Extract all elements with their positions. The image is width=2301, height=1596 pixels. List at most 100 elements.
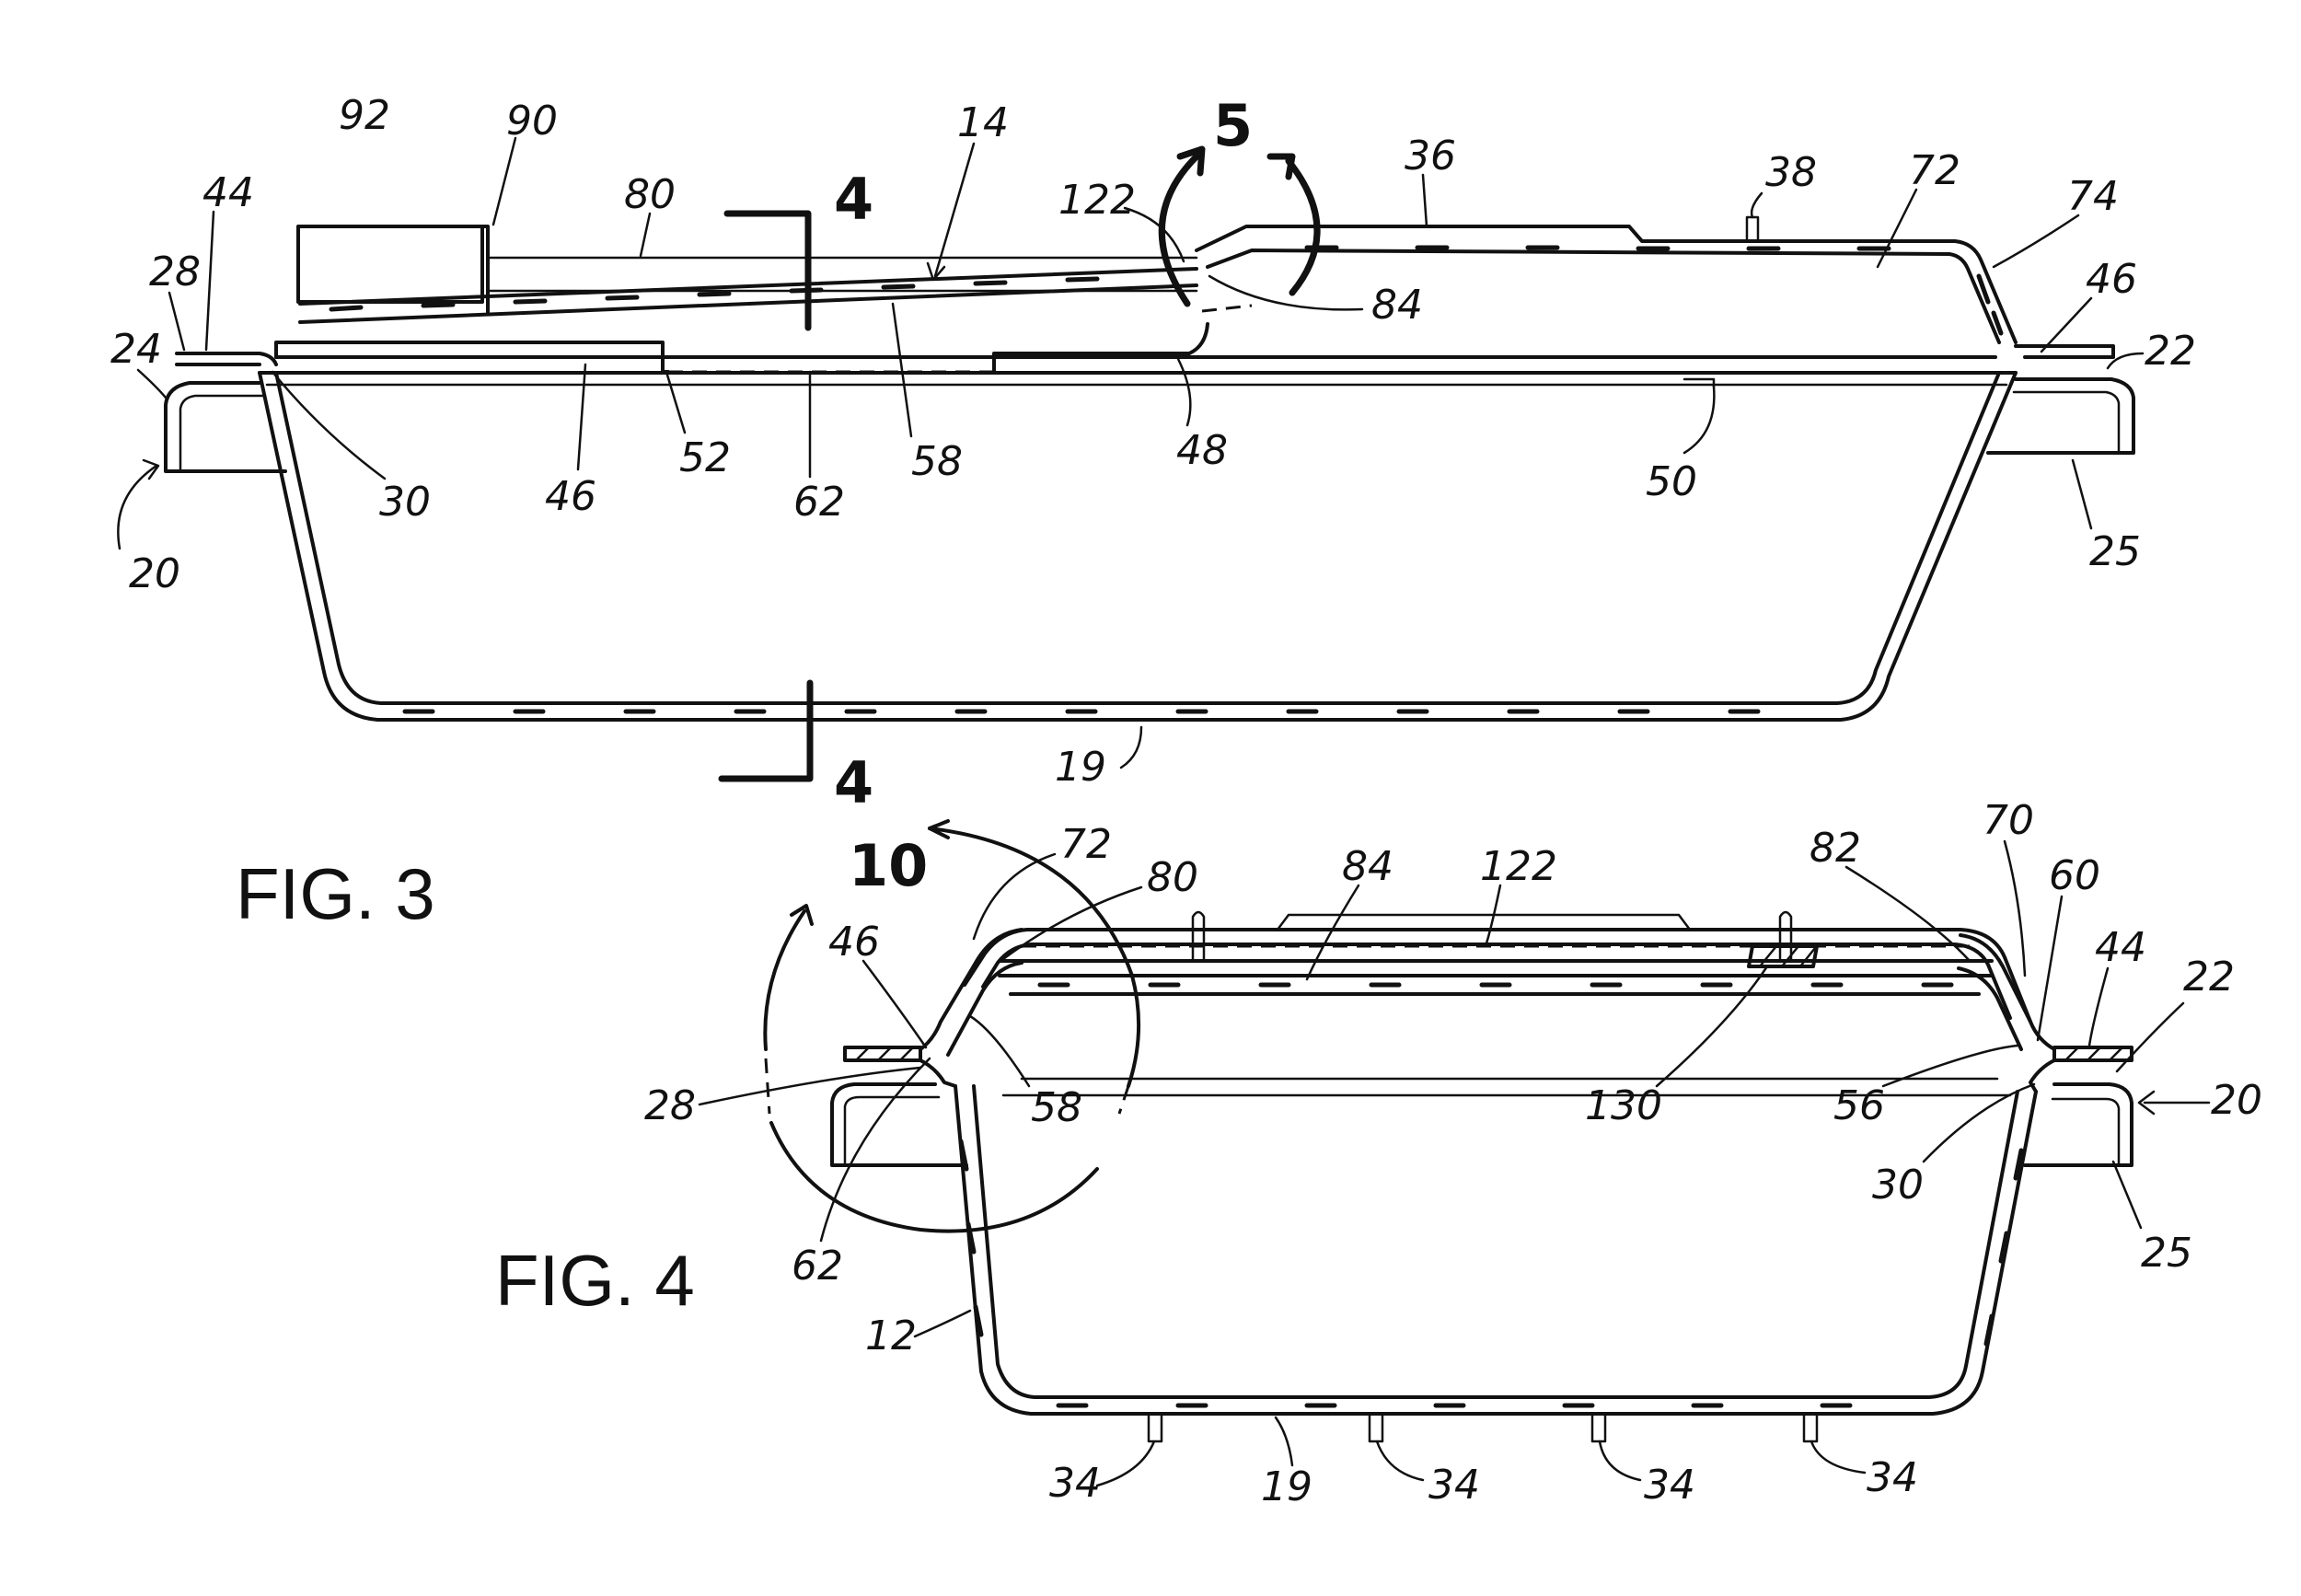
fig4-lip-hatch <box>854 1046 2124 1062</box>
fig4-left-lip <box>843 1046 922 1062</box>
fig4-ref-80: 80 <box>1147 854 1198 901</box>
fig4-right-flange <box>2023 1082 2133 1167</box>
fig4-ref-22: 22 <box>2183 954 2235 1000</box>
fig4-ref-70: 70 <box>1983 797 2034 844</box>
fig3-pin-38 <box>1745 215 1760 243</box>
fig4-ref-62: 62 <box>792 1243 843 1290</box>
fig3-detail-dash <box>1201 304 1253 313</box>
fig4-ref-58: 58 <box>1031 1084 1082 1131</box>
fig3-frame-80 <box>486 256 1198 293</box>
fig3-tab-58 <box>992 322 1209 374</box>
fig3-ref-92: 92 <box>339 92 390 139</box>
fig4-ref-56: 56 <box>1833 1082 1885 1129</box>
fig3-box-90 <box>480 225 490 315</box>
fig3-section-mark-top: 4 <box>834 166 873 233</box>
fig4-left-flange <box>830 1082 968 1167</box>
fig3-raised-lid-under <box>1206 249 2001 344</box>
fig3-detail-arrow-r <box>1266 153 1296 180</box>
fig4-ref-46: 46 <box>828 919 880 966</box>
fig4-drawing <box>763 819 2133 1443</box>
fig4-detail-circle-bottom <box>769 1121 1099 1233</box>
fig3-ref-48: 48 <box>1176 427 1228 474</box>
fig3-ref-36: 36 <box>1405 133 1456 179</box>
fig4-detail-circle-dash <box>764 1058 1130 1115</box>
fig3-ref-72: 72 <box>1909 147 1960 194</box>
fig4-ref-20: 20 <box>2211 1077 2262 1124</box>
fig4-ref-72: 72 <box>1060 821 1112 868</box>
fig3-ref-46a: 46 <box>545 473 596 520</box>
fig3-ref-30: 30 <box>379 479 431 526</box>
fig4-detail-circle-top <box>928 827 1141 1088</box>
fig3-lid-ledge-50 <box>1682 377 1716 388</box>
fig4-right-seal-inner <box>1957 966 2023 1051</box>
fig3-ref-14: 14 <box>957 99 1009 146</box>
fig3-ref-74: 74 <box>2067 173 2119 220</box>
fig4-ref-82: 82 <box>1810 825 1861 872</box>
fig4-left-flange-inner <box>843 1095 941 1165</box>
fig4-detail-arrow-left <box>790 904 814 926</box>
fig3-ref-62: 62 <box>793 479 845 526</box>
fig3-ref-52: 52 <box>679 434 731 481</box>
fig3-section-top <box>723 210 812 331</box>
fig3-ref-38: 38 <box>1765 149 1817 196</box>
fig4-ref-30: 30 <box>1872 1162 1924 1209</box>
fig3-lid-top <box>298 267 1198 306</box>
fig4-foot-1 <box>1147 1412 1163 1443</box>
fig4-pin-left <box>1191 910 1206 963</box>
fig4-ref-44: 44 <box>2095 924 2146 971</box>
fig4-ref-12: 12 <box>865 1313 917 1359</box>
fig3-detail-arc-left <box>1158 153 1200 307</box>
fig4-element-130 <box>1747 944 1819 968</box>
fig4-ref-25: 25 <box>2141 1230 2192 1277</box>
fig4-foot-3 <box>1590 1412 1607 1443</box>
fig4-right-seal <box>1959 933 2056 1093</box>
fig3-ref-25: 25 <box>2089 528 2141 575</box>
fig4-ref-19: 19 <box>1261 1463 1312 1510</box>
fig4-ref-122: 122 <box>1480 843 1557 890</box>
fig3-ref-28: 28 <box>149 249 201 295</box>
fig3-right-lip <box>2014 344 2115 359</box>
fig3-section-mark-bottom: 4 <box>834 749 873 816</box>
fig3-ref-122: 122 <box>1058 177 1136 224</box>
fig3-left-step <box>274 341 670 374</box>
fig3-left-flange-inner <box>179 394 267 473</box>
fig3-right-flange <box>1986 377 2135 455</box>
fig4-detail-circle-left <box>763 909 806 1051</box>
fig3-box-92 <box>296 225 484 304</box>
fig3-ref-20: 20 <box>129 550 180 597</box>
fig4-detail-mark: 10 <box>849 832 928 899</box>
fig3-right-flange-inner <box>2012 390 2121 453</box>
fig3-ref-58: 58 <box>911 438 963 485</box>
fig4-right-flange-inner <box>2051 1097 2121 1165</box>
fig4-ref-130: 130 <box>1585 1082 1662 1129</box>
fig3-detail-arc-right <box>1285 157 1321 296</box>
fig4-labels: 72 80 84 122 82 70 60 44 22 46 58 28 62 … <box>495 797 2262 1510</box>
fig4-ref-84: 84 <box>1342 843 1393 890</box>
fig4-ref-34d: 34 <box>1867 1454 1918 1501</box>
fig3-detail-arrow-l <box>1176 145 1206 177</box>
fig3-section-bottom <box>718 679 814 782</box>
fig3-drawing <box>164 145 2135 782</box>
fig3-ref-19: 19 <box>1055 744 1106 791</box>
fig4-ref-34a: 34 <box>1049 1460 1101 1507</box>
fig4-outer-lid <box>963 928 2032 1024</box>
fig3-ref-90: 90 <box>506 98 558 145</box>
fig3-raised-hatch <box>1304 245 2004 336</box>
fig4-tray-inner <box>972 1084 2019 1399</box>
fig4-ref-34c: 34 <box>1644 1462 1695 1509</box>
fig3-left-flange <box>164 381 287 473</box>
fig4-pin-right <box>1778 910 1793 963</box>
fig4-foot-2 <box>1368 1412 1384 1443</box>
fig3-ref-44: 44 <box>202 169 254 216</box>
fig3-ref-50: 50 <box>1646 458 1697 505</box>
fig3-detail-mark: 5 <box>1213 92 1253 159</box>
fig4-inner-lid <box>998 959 1994 977</box>
fig4-raised-plate <box>1276 913 1692 931</box>
fig3-tray-inner <box>274 371 2001 705</box>
fig4-right-lip <box>2052 1046 2133 1062</box>
fig3-left-lip <box>175 352 278 366</box>
fig3-ref-84: 84 <box>1371 282 1423 329</box>
fig3-labels: 92 90 44 28 24 20 80 14 46 30 52 62 58 1… <box>110 92 2196 934</box>
fig4-wall-hatch <box>958 1139 2024 1347</box>
